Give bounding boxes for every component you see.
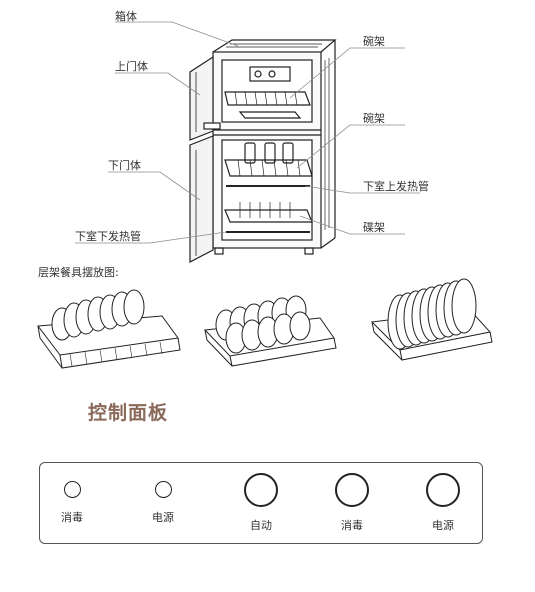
rack-caption: 层架餐具摆放图: xyxy=(38,266,119,279)
label-lower-top-heater: 下室上发热管 xyxy=(363,180,429,193)
label-box-body: 箱体 xyxy=(115,10,137,23)
label-bowl-rack-mid: 碗架 xyxy=(363,112,385,125)
control-panel xyxy=(39,462,483,544)
section-title: 控制面板 xyxy=(88,402,169,424)
indicator-power-label: 电源 xyxy=(152,511,174,524)
label-bowl-rack-top: 碗架 xyxy=(363,35,385,48)
power-button-label: 电源 xyxy=(432,519,454,532)
lower-dish-rack xyxy=(224,202,313,223)
label-lower-door: 下门体 xyxy=(108,159,141,172)
rack-illustration-bowls-left xyxy=(37,289,181,369)
rack-illustration-plates-right xyxy=(370,278,493,361)
rack-illustration-bowls-middle xyxy=(203,295,337,367)
top-bowl-rack xyxy=(224,91,311,119)
label-upper-door: 上门体 xyxy=(115,60,148,73)
upper-door xyxy=(189,55,221,141)
upper-chamber xyxy=(221,59,313,123)
indicator-power xyxy=(155,481,172,498)
label-dish-rack: 碟架 xyxy=(363,221,385,234)
disinfect-button[interactable] xyxy=(335,473,369,507)
auto-button[interactable] xyxy=(244,473,278,507)
indicator-disinfect-label: 消毒 xyxy=(61,511,83,524)
lower-chamber xyxy=(221,139,313,241)
cups xyxy=(244,142,294,164)
disinfect-button-label: 消毒 xyxy=(341,519,363,532)
mid-bowl-rack xyxy=(224,159,313,177)
lower-door xyxy=(189,135,214,263)
indicator-disinfect xyxy=(64,481,81,498)
leader-lines xyxy=(75,21,420,244)
label-lower-bottom-heater: 下室下发热管 xyxy=(75,230,141,243)
power-button[interactable] xyxy=(426,473,460,507)
cabinet-diagram xyxy=(37,21,493,369)
auto-button-label: 自动 xyxy=(250,519,272,532)
